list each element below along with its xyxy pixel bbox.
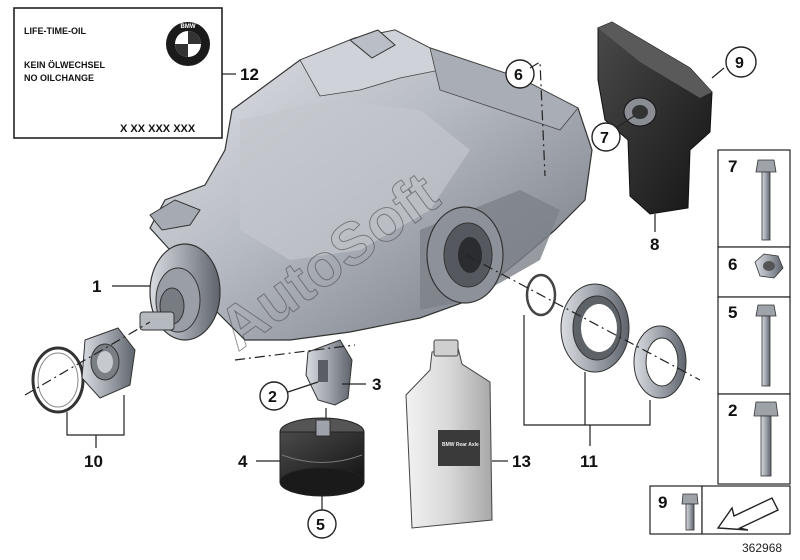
bolt-7-icon bbox=[755, 159, 777, 241]
svg-text:BMW: BMW bbox=[181, 24, 196, 30]
callout-13: 13 bbox=[512, 452, 531, 471]
panel-label-5: 5 bbox=[728, 303, 737, 322]
bolt-9-icon bbox=[681, 493, 699, 531]
callout-6: 6 bbox=[514, 67, 523, 84]
bolt-5-icon bbox=[755, 304, 777, 387]
label-line-1: LIFE-TIME-OIL bbox=[24, 26, 86, 36]
callout-10: 10 bbox=[84, 452, 103, 471]
direction-arrow-icon bbox=[716, 497, 779, 531]
callout-9: 9 bbox=[735, 55, 744, 72]
callout-8: 8 bbox=[650, 235, 659, 254]
panel-label-9: 9 bbox=[658, 493, 667, 512]
panel-label-2: 2 bbox=[728, 401, 737, 420]
panel-label-6: 6 bbox=[728, 255, 737, 274]
shaft-seal bbox=[560, 283, 630, 373]
mounting-bracket bbox=[305, 339, 353, 406]
label-line-3: NO OILCHANGE bbox=[24, 73, 94, 83]
label-part-code: X XX XXX XXX bbox=[120, 123, 196, 135]
hardware-panel: 7 6 5 2 9 bbox=[649, 149, 791, 535]
bolt-2-icon bbox=[753, 401, 779, 477]
rubber-mount bbox=[279, 417, 365, 497]
callout-7: 7 bbox=[600, 130, 609, 147]
callout-3: 3 bbox=[372, 375, 381, 394]
hex-nut-icon bbox=[754, 253, 784, 279]
callout-2: 2 bbox=[268, 389, 277, 406]
diagram-number: 362968 bbox=[742, 541, 782, 555]
callout-5: 5 bbox=[316, 517, 325, 534]
sealing-ring bbox=[31, 346, 85, 414]
lifetime-oil-label-card: LIFE-TIME-OIL KEIN ÖLWECHSEL NO OILCHANG… bbox=[13, 7, 223, 139]
oil-bottle: BMW Rear Axle bbox=[405, 339, 493, 529]
callout-11: 11 bbox=[580, 452, 598, 471]
bmw-logo-icon: BMW bbox=[166, 22, 210, 66]
oil-bottle-label: BMW Rear Axle bbox=[442, 442, 479, 448]
callout-4: 4 bbox=[238, 452, 248, 471]
seal-cover bbox=[633, 325, 687, 399]
snap-ring bbox=[525, 273, 557, 317]
panel-label-7: 7 bbox=[728, 157, 737, 176]
collar-nut bbox=[81, 327, 136, 399]
callout-12: 12 bbox=[240, 65, 259, 84]
label-line-2: KEIN ÖLWECHSEL bbox=[24, 60, 106, 70]
protective-cover bbox=[597, 21, 713, 215]
rear-differential-housing bbox=[139, 29, 593, 341]
callout-1: 1 bbox=[92, 277, 101, 296]
